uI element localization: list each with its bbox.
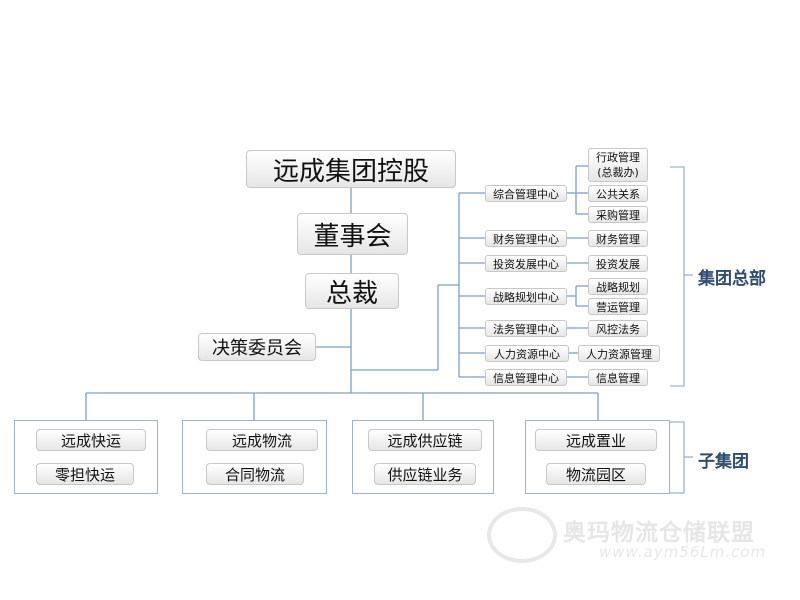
subsidiary-express: 远成快运 (36, 429, 146, 451)
watermark: 奥玛物流仓储联盟 www.aym56Lm.com (487, 503, 787, 575)
center-hr: 人力资源中心 (485, 345, 569, 362)
business-real-estate: 物流园区 (546, 463, 646, 485)
subsidiary-logistics: 远成物流 (206, 429, 318, 451)
president-box: 总裁 (305, 273, 399, 309)
dept-public-relations: 公共关系 (588, 185, 648, 202)
dept-it: 信息管理 (588, 369, 648, 386)
watermark-logo-icon (487, 507, 557, 563)
holding-box: 远成集团控股 (246, 150, 456, 188)
business-express: 零担快运 (36, 463, 134, 485)
watermark-text: 奥玛物流仓储联盟 (563, 520, 755, 546)
center-investment: 投资发展中心 (485, 255, 567, 272)
committee-box: 决策委员会 (198, 333, 316, 361)
board-box: 董事会 (297, 213, 408, 255)
dept-admin-line-1: 行政管理 (596, 151, 640, 164)
business-logistics: 合同物流 (206, 463, 304, 485)
center-legal: 法务管理中心 (485, 320, 567, 337)
subgroup-label: 子集团 (698, 452, 749, 472)
dept-admin-line-2: (总裁办) (597, 166, 639, 179)
dept-admin: 行政管理 (总裁办) (588, 148, 648, 182)
dept-hr: 人力资源管理 (578, 345, 660, 362)
hq-label: 集团总部 (698, 269, 766, 289)
dept-finance: 财务管理 (588, 230, 648, 247)
watermark-url: www.aym56Lm.com (599, 543, 767, 561)
subsidiary-supply-chain: 远成供应链 (368, 429, 482, 451)
dept-strategy: 战略规划 (588, 278, 648, 295)
center-general-management: 综合管理中心 (485, 185, 567, 202)
business-supply-chain: 供应链业务 (374, 463, 476, 485)
center-it: 信息管理中心 (485, 369, 567, 386)
dept-procurement: 采购管理 (588, 206, 648, 223)
dept-operations: 营运管理 (588, 298, 648, 315)
dept-risk-legal: 风控法务 (588, 320, 648, 337)
dept-investment: 投资发展 (588, 255, 648, 272)
subsidiary-real-estate: 远成置业 (535, 429, 657, 451)
center-finance: 财务管理中心 (485, 230, 567, 247)
center-strategy: 战略规划中心 (485, 288, 567, 305)
